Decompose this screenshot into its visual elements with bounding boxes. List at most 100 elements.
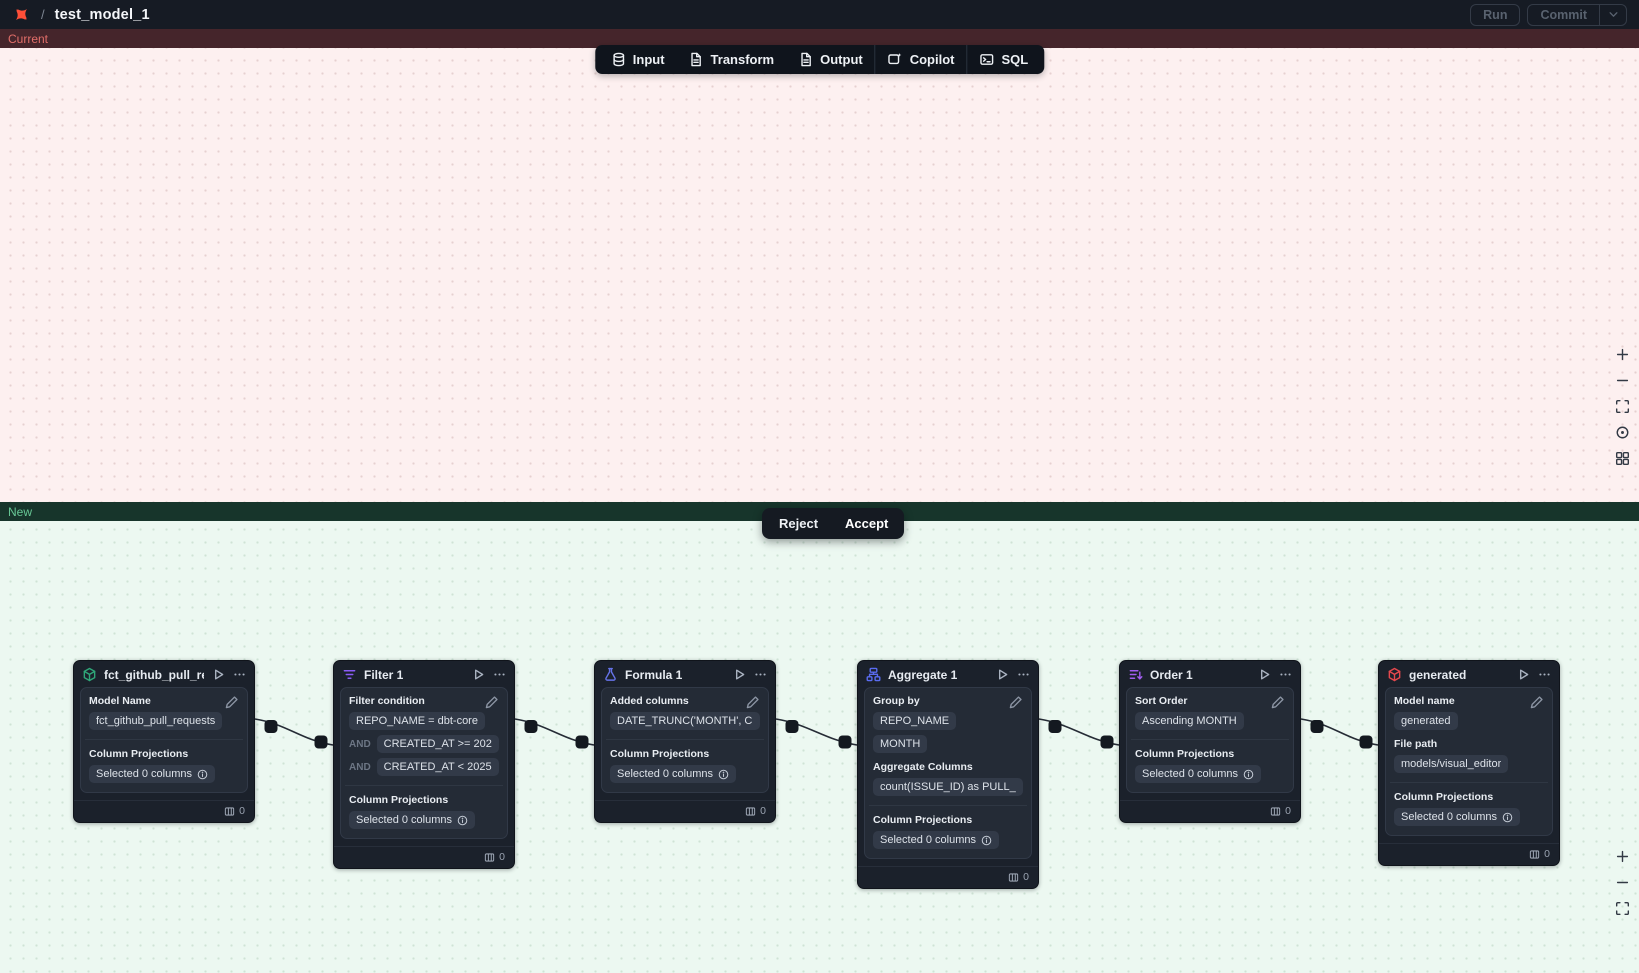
pencil-icon	[1530, 696, 1543, 709]
edge-target-port[interactable]	[575, 735, 589, 749]
edge-target-port[interactable]	[838, 735, 852, 749]
dbt-logo-icon[interactable]	[12, 5, 31, 24]
node-fct-github-pull-requests[interactable]: fct_github_pull_requestsModel Namefct_gi…	[73, 660, 255, 823]
fit-view-button[interactable]	[1611, 395, 1633, 417]
value-pill[interactable]: Selected 0 columns	[610, 765, 736, 783]
filter-icon	[343, 670, 356, 679]
new-canvas[interactable]: fct_github_pull_requestsModel Namefct_gi…	[0, 521, 1639, 973]
value-pill[interactable]: Selected 0 columns	[349, 811, 475, 829]
reject-button[interactable]: Reject	[765, 511, 832, 536]
value-pill[interactable]: CREATED_AT < 2025-03-01	[376, 758, 499, 776]
edit-button[interactable]	[1270, 695, 1285, 710]
value-pill[interactable]: DATE_TRUNC('MONTH', CREATED_AT…	[610, 712, 760, 730]
edge-target-port[interactable]	[1359, 735, 1373, 749]
value-pill[interactable]: Selected 0 columns	[89, 765, 215, 783]
value-pill[interactable]: Selected 0 columns	[1135, 765, 1261, 783]
breadcrumb-separator: /	[41, 7, 45, 22]
run-node-button[interactable]	[995, 667, 1010, 682]
section-label: Column Projections	[349, 794, 449, 806]
run-node-button[interactable]	[1516, 667, 1531, 682]
value-pill[interactable]: Selected 0 columns	[1394, 808, 1520, 826]
info-icon[interactable]	[981, 835, 992, 846]
node-menu-button[interactable]	[1017, 668, 1030, 681]
node-header: fct_github_pull_requests	[74, 661, 254, 687]
toolbar-item-transform[interactable]: Transform	[677, 45, 787, 74]
interactivity-icon	[1616, 426, 1628, 438]
run-button[interactable]: Run	[1470, 3, 1521, 26]
edit-button[interactable]	[484, 695, 499, 710]
node-menu-button[interactable]	[233, 668, 246, 681]
sort-icon	[1129, 670, 1143, 680]
node-title: generated	[1409, 667, 1467, 682]
zoom-out-button[interactable]	[1611, 369, 1633, 391]
node-menu-button[interactable]	[754, 668, 767, 681]
value-pill[interactable]: count(ISSUE_ID) as PULL_REQUEST_…	[873, 778, 1023, 796]
node-actions	[471, 667, 506, 682]
info-icon[interactable]	[1502, 812, 1513, 823]
fit-view-button[interactable]	[1611, 897, 1633, 919]
auto-layout-button[interactable]	[1611, 447, 1633, 469]
value-pill[interactable]: MONTH	[873, 735, 928, 753]
commit-dropdown-button[interactable]	[1600, 5, 1626, 25]
edit-button[interactable]	[1008, 695, 1023, 710]
accept-button[interactable]: Accept	[832, 511, 901, 536]
node-menu-button[interactable]	[493, 668, 506, 681]
node-menu-button[interactable]	[1279, 668, 1292, 681]
fit-view-icon	[1615, 399, 1629, 413]
zoom-out-button[interactable]	[1611, 871, 1633, 893]
info-circle-icon	[1502, 812, 1513, 822]
edge-source-port[interactable]	[785, 720, 799, 733]
zoom-out-icon	[1616, 379, 1628, 381]
node-title: Aggregate 1	[888, 667, 958, 682]
value-pill[interactable]: Selected 0 columns	[873, 831, 999, 849]
interactivity-button[interactable]	[1611, 421, 1633, 443]
toolbar-item-copilot[interactable]: Copilot	[876, 45, 967, 74]
edge-source-port[interactable]	[1048, 720, 1062, 733]
edit-button[interactable]	[224, 695, 239, 710]
run-node-button[interactable]	[732, 667, 747, 682]
edge-target-port[interactable]	[1100, 735, 1114, 749]
value-pill[interactable]: Ascending MONTH	[1135, 712, 1244, 730]
cube-icon	[1387, 667, 1402, 682]
edge-source-port[interactable]	[264, 720, 278, 733]
info-icon[interactable]	[197, 769, 208, 780]
run-node-button[interactable]	[471, 667, 486, 682]
edge-source-port[interactable]	[1310, 720, 1324, 733]
run-node-button[interactable]	[1257, 667, 1272, 682]
value-pill[interactable]: models/visual_editor	[1394, 755, 1509, 773]
diff-actions: Reject Accept	[762, 508, 905, 539]
section-label: Model Name	[89, 695, 151, 707]
toolbar-item-output[interactable]: Output	[786, 45, 875, 74]
value-pill[interactable]: fct_github_pull_requests	[89, 712, 223, 730]
info-icon[interactable]	[718, 769, 729, 780]
edit-button[interactable]	[745, 695, 760, 710]
zoom-in-button[interactable]	[1611, 845, 1633, 867]
edge-target-port[interactable]	[314, 735, 328, 749]
node-header: Formula 1	[595, 661, 775, 687]
node-actions	[995, 667, 1030, 682]
edge-source-port[interactable]	[524, 720, 538, 733]
toolbar-item-sql[interactable]: SQL	[967, 45, 1040, 74]
run-node-button[interactable]	[211, 667, 226, 682]
info-icon[interactable]	[1243, 769, 1254, 780]
value-pill[interactable]: REPO_NAME	[873, 712, 957, 730]
edit-button[interactable]	[1529, 695, 1544, 710]
value-pill[interactable]: CREATED_AT >= 2024-12-01	[376, 735, 499, 753]
value-pill[interactable]: generated	[1394, 712, 1458, 730]
cube-icon	[83, 667, 96, 682]
toolbar-item-input[interactable]: Input	[599, 45, 677, 74]
value-pill[interactable]: REPO_NAME = dbt-core	[349, 712, 485, 730]
info-icon[interactable]	[457, 815, 468, 826]
commit-button[interactable]: Commit	[1528, 4, 1600, 25]
node-menu-button[interactable]	[1538, 668, 1551, 681]
zoom-in-button[interactable]	[1611, 343, 1633, 365]
current-canvas[interactable]	[0, 48, 1639, 502]
value-pill-text: CREATED_AT >= 2024-12-01	[383, 738, 492, 750]
